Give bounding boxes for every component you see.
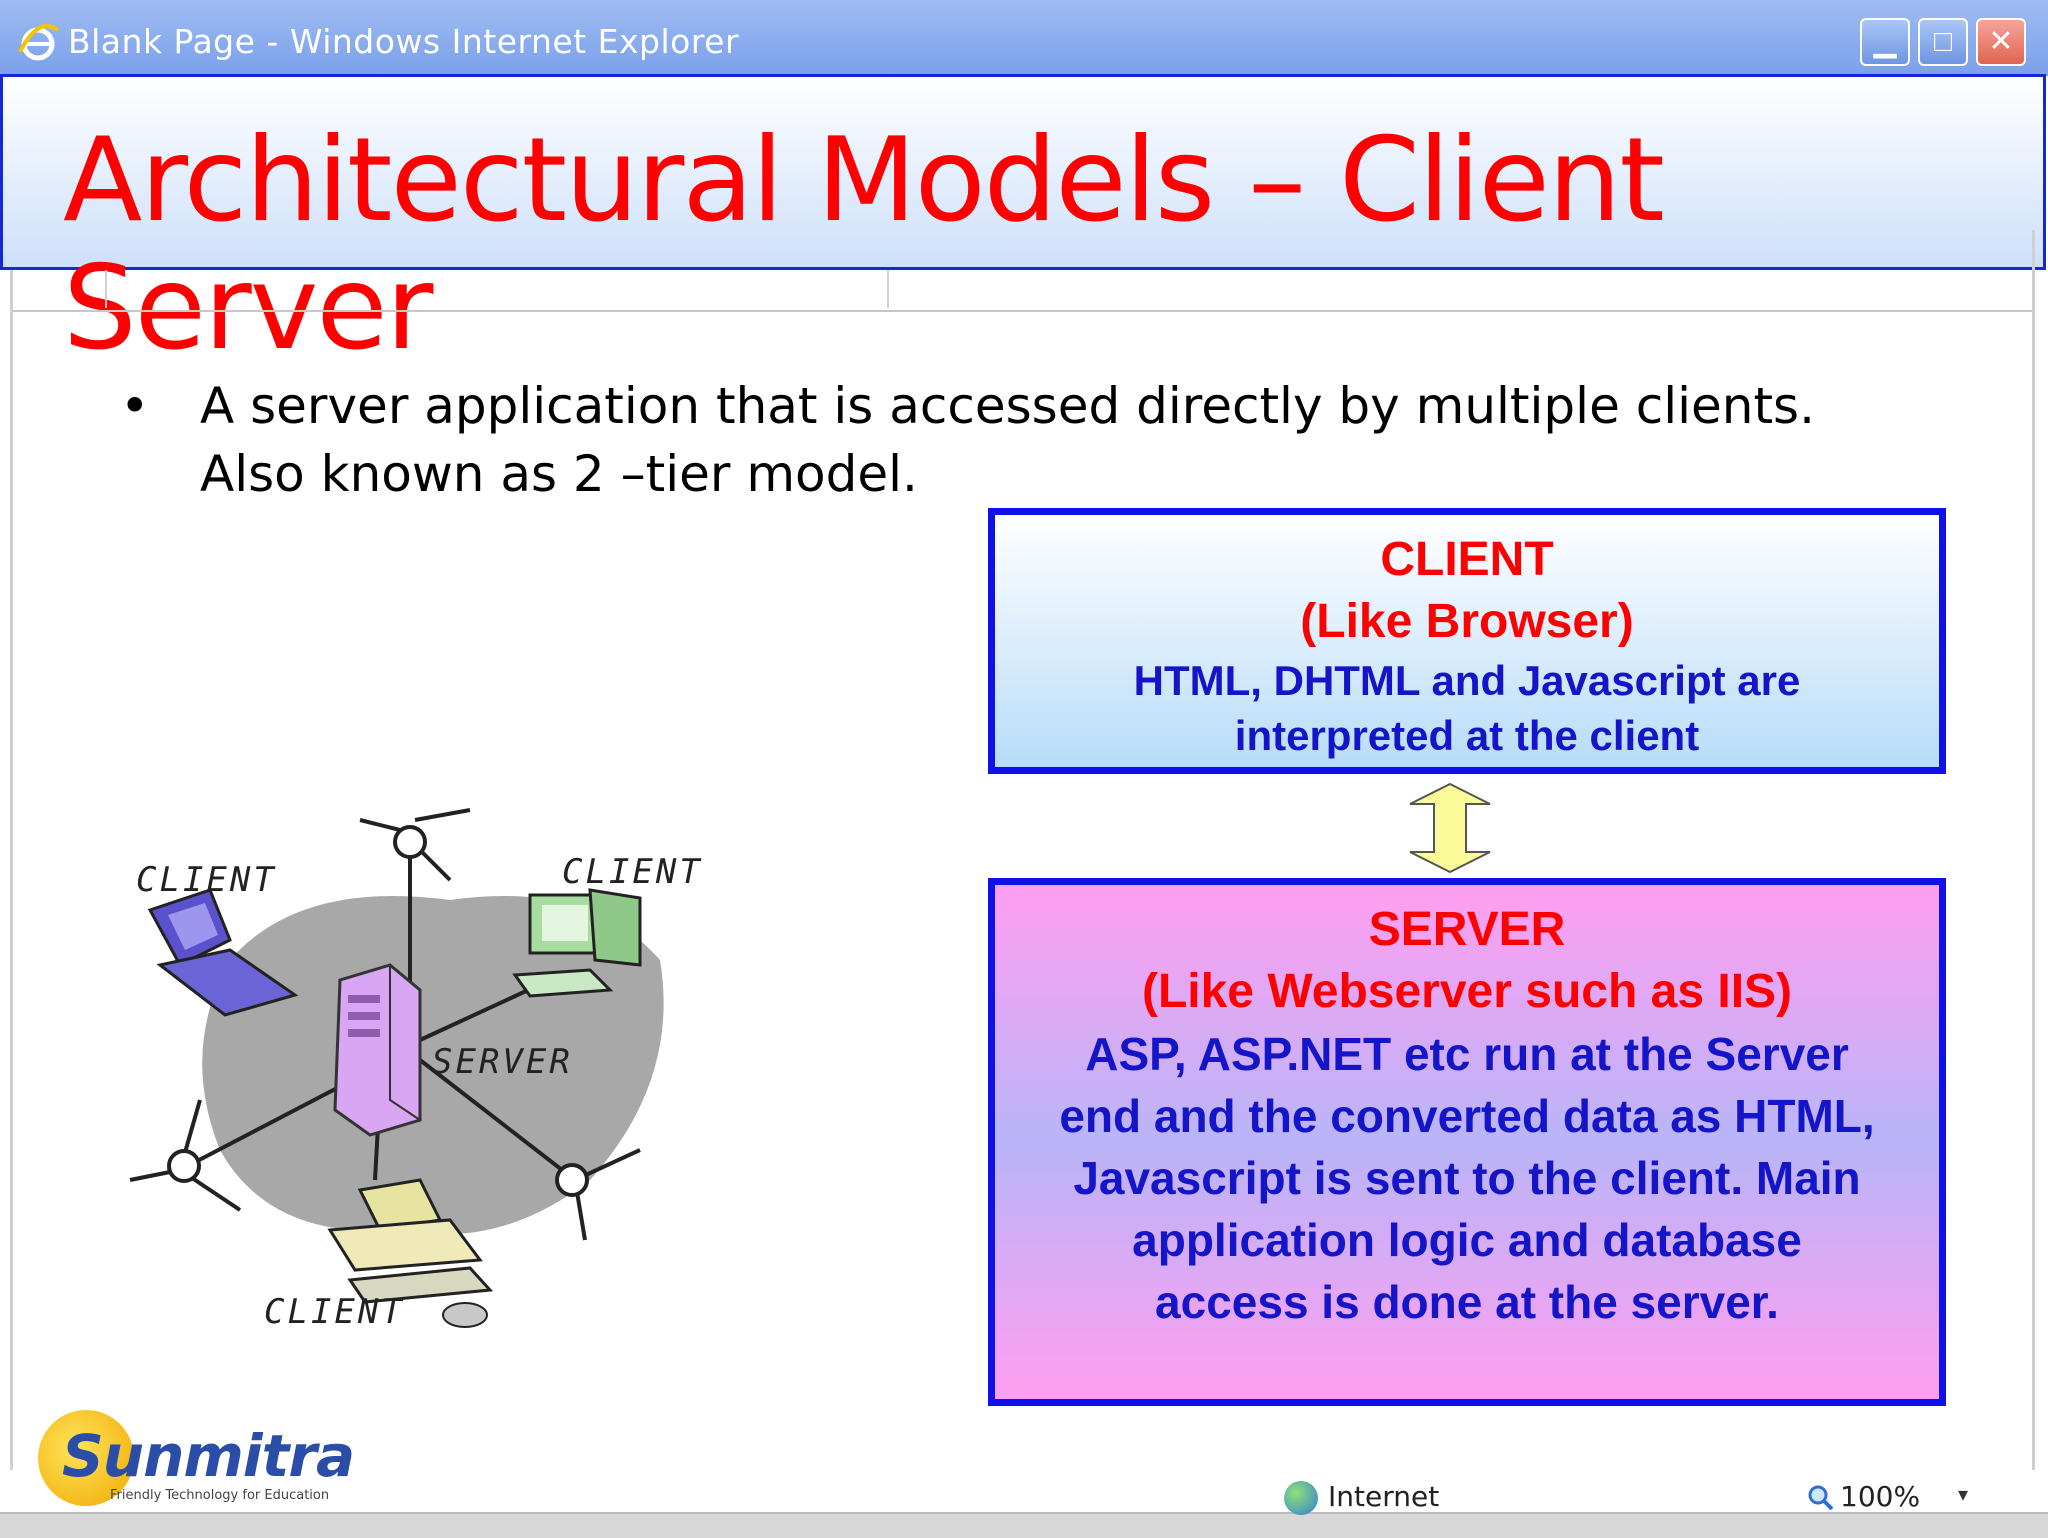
server-desc-line: ASP, ASP.NET etc run at the Server bbox=[1085, 1028, 1849, 1080]
client-desc-line: HTML, DHTML and Javascript are bbox=[1133, 657, 1801, 704]
logo-sun-icon bbox=[38, 1410, 134, 1506]
client-computer-icon bbox=[327, 1178, 494, 1328]
close-button[interactable]: ✕ bbox=[1976, 18, 2026, 66]
bullet-marker: • bbox=[120, 377, 150, 435]
browser-frame-right bbox=[2032, 230, 2035, 1470]
browser-toolbar bbox=[10, 270, 2034, 312]
window-titlebar: Blank Page - Windows Internet Explorer ▁… bbox=[0, 0, 2048, 76]
browser-frame-left bbox=[10, 270, 13, 1470]
label-client-bottom: CLIENT bbox=[264, 1292, 405, 1332]
server-subheading: (Like Webserver such as IIS) bbox=[1141, 965, 1793, 1018]
client-box: CLIENT (Like Browser) HTML, DHTML and Ja… bbox=[988, 508, 1946, 774]
server-heading: SERVER bbox=[1368, 903, 1566, 956]
logo-tagline: Friendly Technology for Education bbox=[110, 1488, 330, 1503]
maximize-button[interactable]: □ bbox=[1918, 18, 1968, 66]
ie-icon bbox=[18, 24, 60, 61]
client-computer-icon bbox=[147, 888, 299, 1017]
server-tower-icon bbox=[333, 963, 422, 1137]
network-diagram: CLIENT CLIENT SERVER CLIENT bbox=[120, 790, 720, 1350]
server-desc-line: Javascript is sent to the client. Main bbox=[1073, 1152, 1861, 1204]
label-server: SERVER bbox=[432, 1042, 573, 1082]
network-link bbox=[414, 808, 471, 822]
status-zoom-label: 100% bbox=[1840, 1480, 1921, 1513]
status-zone-label: Internet bbox=[1328, 1480, 1440, 1513]
zoom-dropdown-chevron-icon[interactable]: ▾ bbox=[1958, 1484, 1969, 1506]
network-illustration bbox=[129, 808, 664, 1328]
client-computer-icon bbox=[512, 888, 642, 998]
magnifier-icon bbox=[1808, 1485, 1834, 1511]
status-zone[interactable]: Internet bbox=[1284, 1480, 1439, 1515]
browser-tab[interactable] bbox=[105, 270, 889, 308]
slide-title: Architectural Models – Client Server bbox=[63, 113, 1665, 376]
logo-name: Sunmitra bbox=[62, 1422, 355, 1490]
network-link bbox=[418, 1058, 577, 1182]
label-client-left: CLIENT bbox=[136, 860, 277, 900]
double-arrow-icon bbox=[1409, 782, 1491, 874]
client-desc-line: interpreted at the client bbox=[1234, 712, 1700, 759]
network-node bbox=[167, 1149, 201, 1183]
status-zoom[interactable]: 100% bbox=[1808, 1480, 1920, 1513]
label-client-right: CLIENT bbox=[562, 852, 703, 892]
browser-statusbar bbox=[0, 1512, 2048, 1538]
server-desc-line: application logic and database bbox=[1132, 1214, 1802, 1266]
globe-icon bbox=[1284, 1481, 1318, 1515]
client-heading: CLIENT bbox=[1380, 533, 1554, 586]
server-desc-line: access is done at the server. bbox=[1155, 1276, 1779, 1328]
client-subheading: (Like Browser) bbox=[1300, 595, 1634, 648]
sunmitra-logo: Sunmitra Friendly Technology for Educati… bbox=[38, 1410, 358, 1510]
minimize-button[interactable]: ▁ bbox=[1860, 18, 1910, 66]
network-link bbox=[359, 818, 401, 832]
server-box: SERVER (Like Webserver such as IIS) ASP,… bbox=[988, 878, 1946, 1406]
bullet-text: A server application that is accessed di… bbox=[200, 377, 1815, 503]
window-title: Blank Page - Windows Internet Explorer bbox=[68, 22, 740, 61]
network-node bbox=[555, 1163, 589, 1197]
network-node bbox=[393, 825, 427, 859]
server-desc-line: end and the converted data as HTML, bbox=[1059, 1090, 1875, 1142]
slide-header: Architectural Models – Client Server bbox=[0, 74, 2046, 372]
